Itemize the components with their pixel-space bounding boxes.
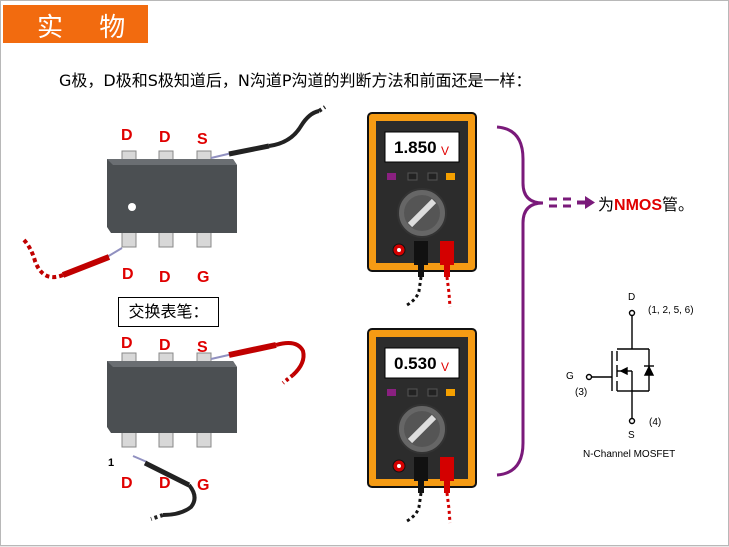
result-suffix: 管。 — [662, 195, 695, 214]
title-bar: 实 物 — [3, 5, 148, 43]
result-text: 为NMOS管。 — [598, 191, 694, 215]
subtitle: G极，D极和S极知道后，N沟道P沟道的判断方法和前面还是一样： — [59, 71, 532, 90]
brace-icon — [496, 125, 544, 477]
chip-bottom-icon — [107, 352, 237, 448]
schematic-caption: N-Channel MOSFET — [583, 449, 676, 460]
slide-title: 实 物 — [37, 13, 140, 43]
schematic-d-label: D — [628, 292, 636, 303]
result-prefix: 为 — [598, 195, 615, 214]
multimeter-top-icon — [367, 112, 477, 308]
bottom-chip-pin-label: S — [197, 339, 208, 356]
red-probe-top-chip-icon — [21, 237, 123, 280]
pin1-marker: 1 — [108, 457, 115, 469]
schematic-g-pin: (3) — [575, 387, 588, 398]
meter-top-unit: V — [441, 144, 450, 158]
swap-probes-label: 交换表笔： — [118, 297, 219, 327]
top-chip-pin-label: D — [159, 269, 171, 286]
multimeter-bottom-icon — [367, 328, 477, 524]
black-probe-bottom-chip-icon — [132, 455, 197, 521]
schematic-s-label: S — [628, 430, 635, 441]
top-chip-pin-label: G — [197, 269, 210, 286]
schematic-g-label: G — [566, 371, 574, 382]
top-chip-pin-label: S — [197, 131, 208, 148]
chip-top-icon — [107, 150, 237, 248]
bottom-chip-pin-label: D — [159, 475, 171, 492]
result-highlight: NMOS — [614, 197, 663, 214]
top-chip-pin-label: D — [121, 127, 133, 144]
arrow-icon — [549, 196, 595, 209]
meter-bottom-reading: 0.530 — [394, 354, 437, 373]
bottom-chip-pin-label: D — [121, 335, 133, 352]
meter-bottom-unit: V — [441, 360, 450, 374]
n-channel-mosfet-symbol-icon — [585, 309, 655, 425]
schematic-s-pin: (4) — [649, 417, 662, 428]
meter-top-reading: 1.850 — [394, 138, 437, 157]
bottom-chip-pin-label: G — [197, 477, 210, 494]
schematic-d-pins: (1, 2, 5, 6) — [648, 305, 694, 316]
top-chip-pin-label: D — [122, 266, 134, 283]
top-chip-pin-label: D — [159, 129, 171, 146]
bottom-chip-pin-label: D — [121, 475, 133, 492]
black-probe-top-chip-icon — [210, 105, 327, 159]
bottom-chip-pin-label: D — [159, 337, 171, 354]
red-probe-bottom-chip-icon — [210, 341, 306, 385]
